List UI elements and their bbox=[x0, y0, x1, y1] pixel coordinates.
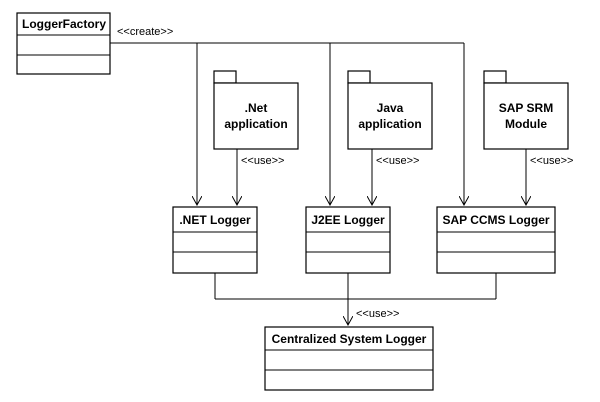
net-app-body bbox=[213, 82, 299, 150]
j2ee-logger-name: J2EE Logger bbox=[311, 213, 385, 227]
sap-ccms-logger-name: SAP CCMS Logger bbox=[442, 213, 549, 227]
use-stereotype-central: <<use>> bbox=[356, 308, 399, 320]
java-app-tab bbox=[347, 70, 371, 84]
net-app-tab bbox=[213, 70, 237, 84]
create-associations: <<create>> bbox=[110, 26, 464, 205]
package-java-application[interactable]: Java application bbox=[347, 70, 433, 150]
logger-factory-frame bbox=[16, 12, 111, 75]
package-net-application[interactable]: .Net application bbox=[213, 70, 299, 150]
net-app-label-1: .Net bbox=[245, 101, 268, 115]
class-logger-factory[interactable]: LoggerFactory bbox=[16, 12, 111, 75]
j2ee-logger-frame bbox=[305, 206, 391, 274]
sap-ccms-logger-frame bbox=[436, 206, 556, 274]
package-sap-srm-module[interactable]: SAP SRM Module bbox=[483, 70, 569, 150]
class-j2ee-logger[interactable]: J2EE Logger bbox=[305, 206, 391, 274]
central-use-association: <<use>> bbox=[214, 273, 497, 325]
java-app-body bbox=[347, 82, 433, 150]
net-app-label-2: application bbox=[224, 117, 287, 131]
class-centralized-system-logger[interactable]: Centralized System Logger bbox=[264, 326, 434, 391]
use-stereotype-sap: <<use>> bbox=[530, 155, 573, 167]
java-app-label-2: application bbox=[358, 117, 421, 131]
logger-factory-name: LoggerFactory bbox=[22, 17, 106, 31]
net-logger-name: .NET Logger bbox=[179, 213, 251, 227]
java-app-label-1: Java bbox=[377, 101, 404, 115]
sap-srm-label-2: Module bbox=[505, 117, 547, 131]
use-stereotype-java: <<use>> bbox=[376, 155, 419, 167]
class-sap-ccms-logger[interactable]: SAP CCMS Logger bbox=[436, 206, 556, 274]
class-net-logger[interactable]: .NET Logger bbox=[172, 206, 258, 274]
sap-srm-tab bbox=[483, 70, 507, 84]
central-logger-name: Centralized System Logger bbox=[272, 332, 427, 346]
use-associations: <<use>> <<use>> <<use>> bbox=[237, 149, 573, 205]
net-logger-frame bbox=[172, 206, 258, 274]
sap-srm-body bbox=[483, 82, 569, 150]
central-logger-frame bbox=[264, 326, 434, 391]
sap-srm-label-1: SAP SRM bbox=[499, 101, 553, 115]
create-stereotype: <<create>> bbox=[117, 26, 173, 38]
use-stereotype-net: <<use>> bbox=[241, 155, 284, 167]
